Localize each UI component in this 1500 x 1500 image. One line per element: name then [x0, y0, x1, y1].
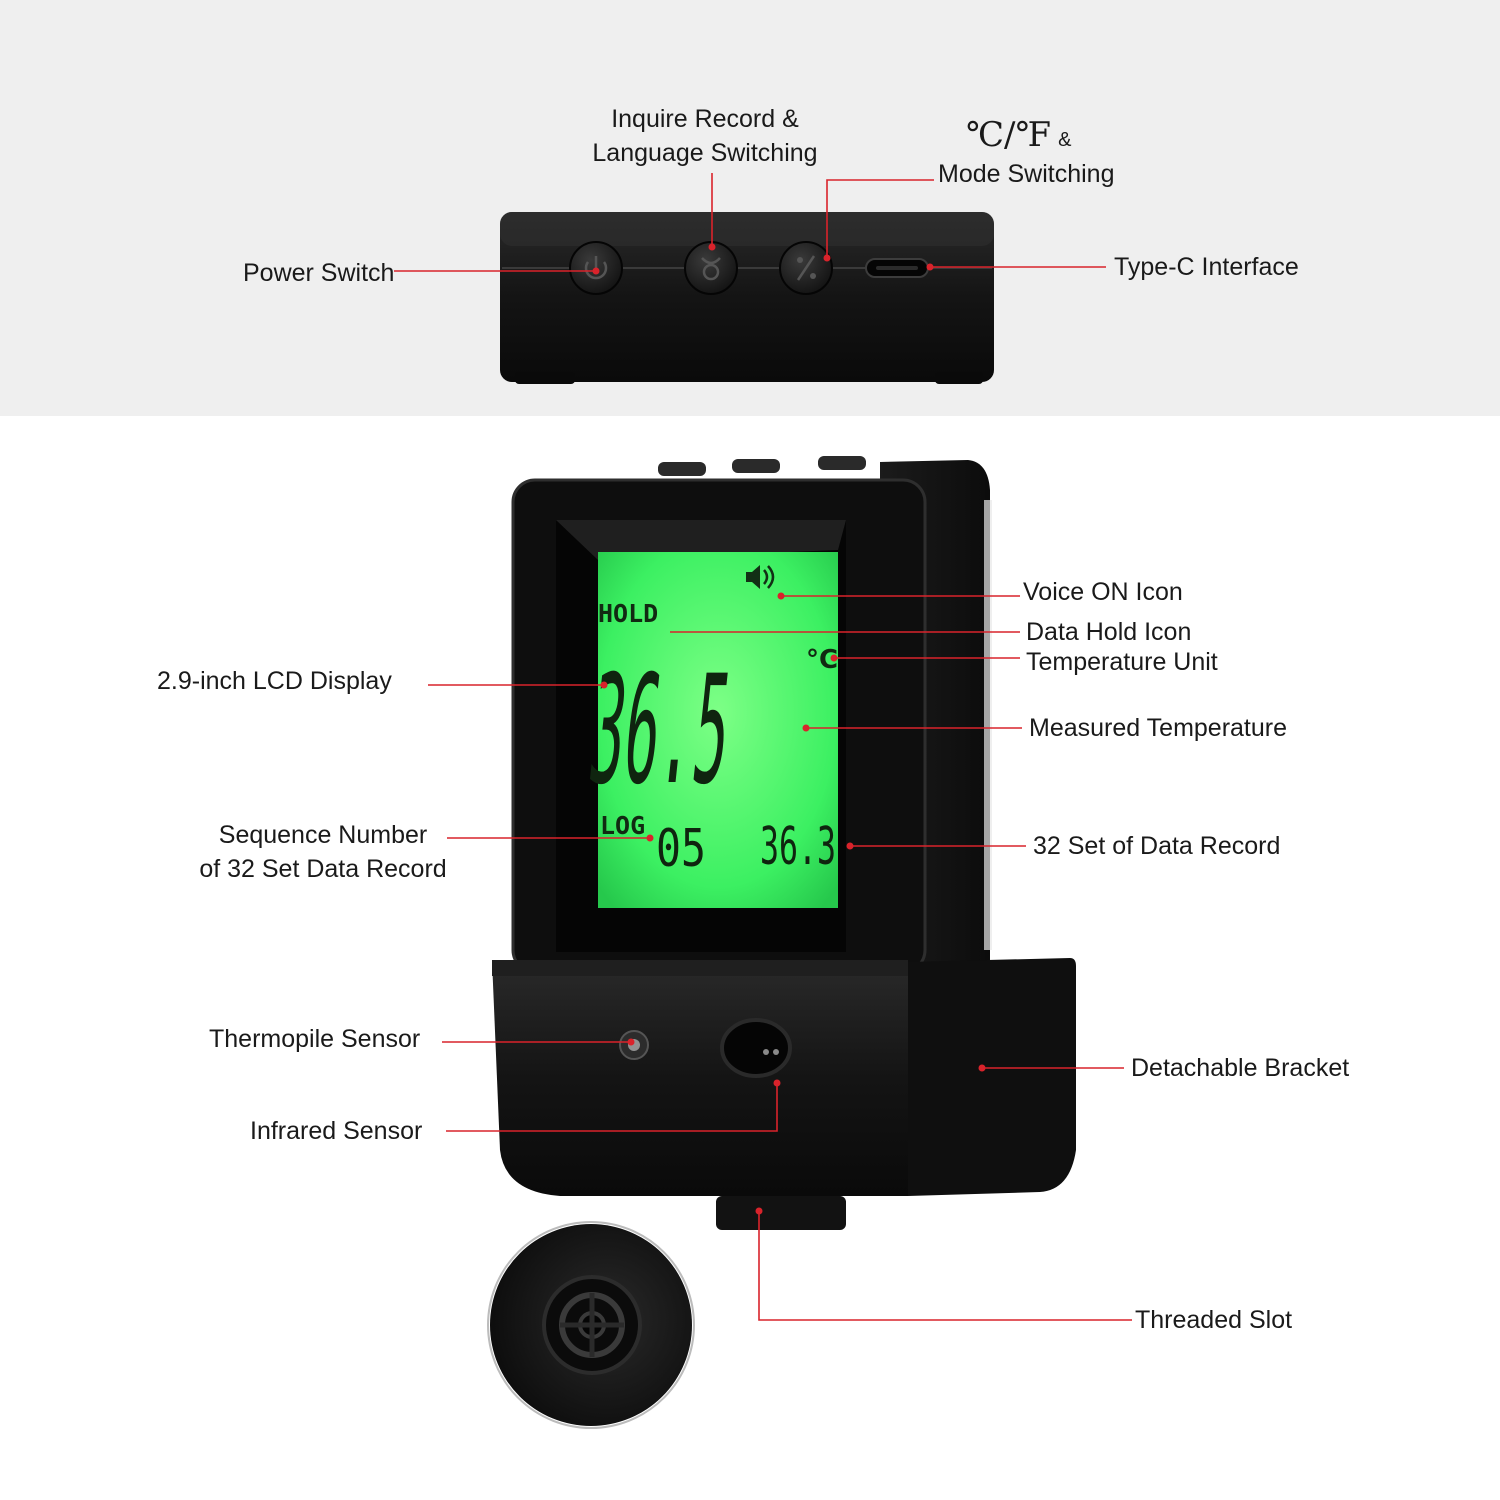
top-device-foot-right	[935, 372, 983, 384]
power-icon	[584, 256, 608, 280]
lcd-bezel-shadow	[556, 520, 846, 560]
callout-dots	[592, 243, 986, 1215]
infrared-sensor	[720, 1018, 792, 1078]
main-device: HOLD °C 36.5 LOG 05 36.3	[492, 456, 1076, 1230]
label-data-record: 32 Set of Data Record	[1033, 832, 1281, 860]
label-temperature-unit: Temperature Unit	[1026, 648, 1218, 676]
label-type-c-interface: Type-C Interface	[1114, 253, 1299, 281]
lcd-log-indicator: LOG	[600, 811, 645, 840]
inquire-button[interactable]	[684, 241, 738, 295]
bracket-front	[492, 960, 908, 1196]
usb-c-port-icon	[876, 266, 918, 270]
label-measured-temperature: Measured Temperature	[1029, 714, 1288, 742]
infrared-emitter-left	[763, 1049, 769, 1055]
label-sequence-line1: Sequence Number	[218, 821, 428, 849]
dot-infrared	[773, 1079, 781, 1087]
lcd-hold-indicator: HOLD	[598, 599, 658, 628]
top-device	[500, 212, 994, 384]
top-device-body	[500, 212, 994, 382]
label-power-switch: Power Switch	[243, 259, 395, 287]
label-mode-switching: Mode Switching	[938, 160, 1115, 188]
label-inquire-line2: Language Switching	[592, 139, 818, 167]
label-sequence-number: Sequence Number of 32 Set Data Record	[168, 818, 478, 886]
callout-lines	[394, 173, 1132, 1321]
lcd-sequence-number: 05	[656, 819, 706, 879]
infrared-emitter-right	[773, 1049, 779, 1055]
speaker-icon	[746, 565, 775, 589]
main-top-button-1	[658, 462, 706, 476]
dot-type-c	[926, 263, 934, 271]
lcd-record-value: 36.3	[760, 817, 836, 877]
label-inquire-record: Inquire Record & Language Switching	[590, 102, 820, 170]
bracket-top-edge	[492, 960, 908, 976]
dot-voice	[777, 592, 785, 600]
top-device-foot-left	[515, 372, 575, 384]
dot-power	[592, 267, 600, 275]
bracket-side	[908, 958, 1076, 1196]
main-top-button-2	[732, 459, 780, 473]
top-device-bevel	[500, 212, 994, 246]
label-voice-on-icon: Voice ON Icon	[1023, 578, 1183, 606]
threaded-slot-zoom	[487, 1221, 695, 1429]
dot-mode	[823, 254, 831, 262]
label-unit-amp: &	[1058, 129, 1072, 151]
label-infrared-sensor: Infrared Sensor	[250, 1117, 423, 1145]
label-inquire-line1: Inquire Record &	[611, 105, 799, 133]
label-threaded-slot: Threaded Slot	[1135, 1306, 1293, 1334]
lcd-measured-temperature: 36.5	[582, 643, 738, 818]
main-device-edge-highlight	[984, 500, 992, 950]
detachable-bracket	[492, 958, 1076, 1196]
label-thermopile-sensor: Thermopile Sensor	[209, 1025, 421, 1053]
threaded-mount	[716, 1196, 846, 1230]
unit-switch-icon	[796, 255, 816, 281]
label-detachable-bracket: Detachable Bracket	[1131, 1054, 1350, 1082]
callout-infrared	[446, 1083, 778, 1132]
dot-thermopile	[627, 1038, 635, 1046]
label-unit-symbols-text: ℃/℉	[966, 115, 1052, 155]
dot-lcd	[600, 681, 608, 689]
callout-mode	[826, 179, 934, 258]
dot-record	[846, 842, 854, 850]
dot-measured	[802, 724, 810, 732]
dot-inquire	[708, 243, 716, 251]
dot-sequence	[646, 834, 654, 842]
lcd-display	[598, 552, 838, 908]
label-unit-symbols: ℃/℉ &	[966, 118, 1071, 157]
usb-c-port[interactable]	[865, 258, 929, 278]
dot-bracket	[978, 1064, 986, 1072]
callout-threaded	[758, 1211, 1132, 1321]
dot-threaded	[755, 1207, 763, 1215]
dot-unit	[830, 654, 838, 662]
main-top-button-3	[818, 456, 866, 470]
mode-button[interactable]	[779, 241, 833, 295]
label-lcd-display: 2.9-inch LCD Display	[157, 667, 392, 695]
label-sequence-line2: of 32 Set Data Record	[199, 855, 447, 883]
record-icon	[701, 257, 721, 281]
label-data-hold-icon: Data Hold Icon	[1026, 618, 1192, 646]
